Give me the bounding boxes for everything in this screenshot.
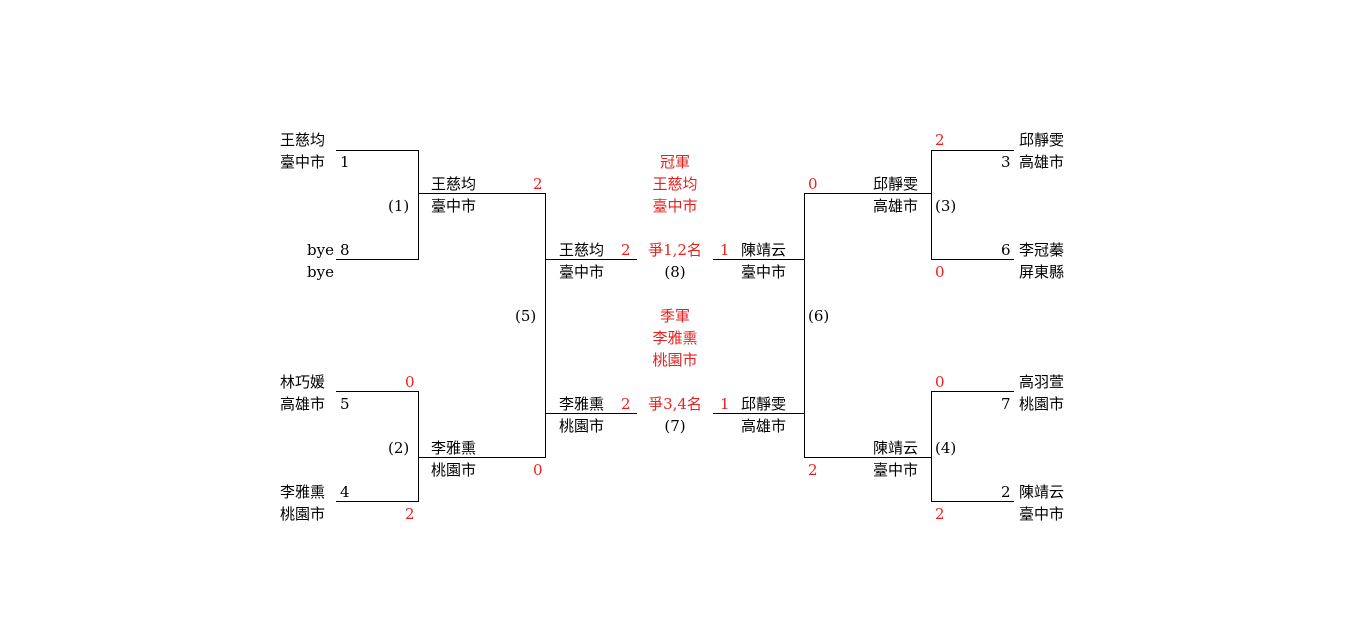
- player-seed: 6: [1001, 241, 1011, 259]
- player-name: 陳靖云: [741, 241, 787, 259]
- player-city: 高雄市: [280, 395, 326, 413]
- bracket-line: [418, 391, 419, 502]
- match-number: (1): [388, 197, 410, 215]
- bracket-line: [931, 391, 932, 502]
- bracket-line: [804, 193, 805, 458]
- match-number: (6): [808, 307, 830, 325]
- player-name: 李雅熏: [280, 483, 326, 501]
- match-score: 2: [935, 505, 945, 523]
- player-city: bye: [307, 263, 334, 281]
- player-name: 邱靜雯: [1019, 131, 1065, 149]
- match-score: 1: [720, 395, 730, 413]
- player-seed: 2: [1001, 483, 1011, 501]
- player-city: 高雄市: [872, 197, 918, 215]
- player-name: 邱靜雯: [741, 395, 787, 413]
- player-city: 臺中市: [559, 263, 605, 281]
- player-city: 桃園市: [280, 505, 326, 523]
- champion-name: 王慈均: [652, 175, 698, 193]
- player-city: 桃園市: [559, 417, 605, 435]
- match-number: (3): [935, 197, 957, 215]
- match-score: 0: [405, 373, 415, 391]
- match-number: (5): [515, 307, 537, 325]
- bracket-line: [931, 150, 932, 260]
- match-number: (8): [664, 263, 686, 281]
- player-name: 李冠蓁: [1019, 241, 1065, 259]
- third-name: 李雅熏: [652, 329, 698, 347]
- match-score: 2: [808, 461, 818, 479]
- player-city: 桃園市: [431, 461, 477, 479]
- player-name: 高羽萱: [1019, 373, 1065, 391]
- match-score: 2: [405, 505, 415, 523]
- champion-title: 冠軍: [659, 153, 690, 171]
- match-score: 2: [621, 395, 631, 413]
- player-city: 臺中市: [741, 263, 787, 281]
- player-name: 王慈均: [431, 175, 477, 193]
- player-name: 王慈均: [280, 131, 326, 149]
- bracket-line: [931, 501, 1014, 502]
- match-score: 2: [533, 175, 543, 193]
- player-seed: 8: [340, 241, 350, 259]
- match-score: 0: [935, 373, 945, 391]
- third-title: 季軍: [659, 307, 690, 325]
- match-number: (4): [935, 439, 957, 457]
- player-name: 陳靖云: [872, 439, 918, 457]
- bracket-line: [336, 391, 418, 392]
- player-name: bye: [307, 241, 334, 259]
- player-city: 臺中市: [431, 197, 477, 215]
- player-city: 臺中市: [1019, 505, 1065, 523]
- bracket-line: [336, 259, 418, 260]
- player-city: 屏東縣: [1019, 263, 1065, 281]
- player-city: 臺中市: [872, 461, 918, 479]
- player-name: 陳靖云: [1019, 483, 1065, 501]
- bracket-line: [545, 413, 637, 414]
- player-seed: 1: [340, 153, 350, 171]
- third-city: 桃園市: [652, 351, 698, 369]
- bracket-line: [336, 150, 418, 151]
- bracket-line: [336, 501, 418, 502]
- player-name: 林巧媛: [280, 373, 326, 391]
- champion-city: 臺中市: [652, 197, 698, 215]
- final-label: 爭1,2名: [648, 241, 702, 259]
- bracket-line: [713, 259, 805, 260]
- match-number: (2): [388, 439, 410, 457]
- player-seed: 3: [1001, 153, 1011, 171]
- player-name: 李雅熏: [559, 395, 605, 413]
- player-city: 臺中市: [280, 153, 326, 171]
- player-name: 李雅熏: [431, 439, 477, 457]
- player-name: 王慈均: [559, 241, 605, 259]
- match-score: 0: [808, 175, 818, 193]
- player-seed: 5: [340, 395, 350, 413]
- player-city: 高雄市: [1019, 153, 1065, 171]
- bracket-line: [713, 413, 805, 414]
- match-score: 0: [935, 263, 945, 281]
- bracket-line: [545, 193, 546, 458]
- bracket-line: [931, 391, 1014, 392]
- player-seed: 4: [340, 483, 350, 501]
- match-score: 2: [621, 241, 631, 259]
- match-number: (7): [664, 417, 686, 435]
- bracket-line: [931, 150, 1014, 151]
- player-name: 邱靜雯: [872, 175, 918, 193]
- bracket-line: [804, 193, 932, 194]
- match-score: 0: [533, 461, 543, 479]
- match-score: 1: [720, 241, 730, 259]
- player-city: 高雄市: [741, 417, 787, 435]
- bronze-label: 爭3,4名: [648, 395, 702, 413]
- player-seed: 7: [1001, 395, 1011, 413]
- bracket-line: [418, 457, 546, 458]
- bracket-line: [804, 457, 932, 458]
- match-score: 2: [935, 131, 945, 149]
- bracket-line: [931, 259, 1014, 260]
- bracket-line: [418, 193, 546, 194]
- bracket-line: [418, 150, 419, 260]
- bracket-line: [545, 259, 637, 260]
- player-city: 桃園市: [1019, 395, 1065, 413]
